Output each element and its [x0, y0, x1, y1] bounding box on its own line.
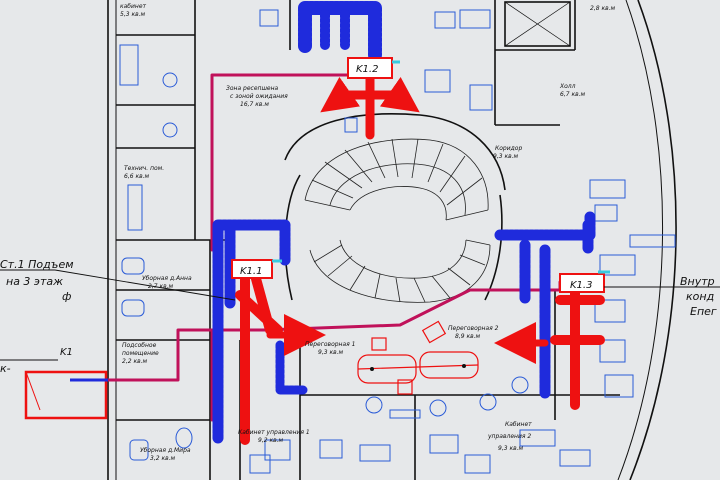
room-area: 6,6 кв.м [124, 173, 150, 180]
room-area: 9,3 кв.м [498, 445, 524, 452]
room-label: с зоной ожидания [230, 93, 288, 100]
unit-k12-label: K1.2 [356, 64, 378, 75]
duct-network [76, 1, 605, 446]
room-label: Переговорная 2 [448, 325, 499, 332]
riser-note-line2: на 3 этаж [6, 275, 63, 288]
room-label: Холл [559, 83, 576, 90]
room-label: Переговорная 1 [305, 341, 355, 348]
room-area: 9,2 кв.м [258, 437, 284, 444]
unit-k11-label: K1.1 [240, 266, 262, 277]
room-area: 16,7 кв.м [240, 101, 269, 108]
unit-k1-box[interactable] [24, 370, 108, 420]
room-label: Уборная д.Анна [142, 275, 192, 282]
room-area: 8,9 кв.м [455, 333, 481, 340]
left-cut-label: к- [0, 362, 11, 375]
room-area: 3,2 кв.м [150, 455, 176, 462]
room-area: 9,3 кв.м [318, 349, 344, 356]
riser-note-line3: ф [62, 290, 71, 303]
room-area: 5,3 кв.м [120, 11, 146, 18]
right-note-line1: Внутр [680, 275, 715, 288]
room-label: кабинет [120, 3, 147, 10]
room-area: 2,8 кв.м [590, 5, 616, 12]
room-area: 6,7 кв.м [560, 91, 586, 98]
leader-lines [0, 269, 720, 361]
unit-k13-box[interactable] [559, 273, 605, 293]
riser-line [210, 73, 357, 252]
right-note-line2: конд [686, 290, 714, 303]
room-label: Зона ресепшена [226, 85, 279, 92]
unit-k12-box[interactable] [347, 57, 393, 79]
room-area: 9,3 кв.м [493, 153, 519, 160]
unit-k11-box[interactable] [231, 259, 273, 279]
room-label: помещение [122, 350, 159, 357]
room-area: 2,7 кв.м [148, 283, 174, 290]
riser-note-line1: Ст.1 Подъем [0, 258, 74, 271]
room-labels: кабинет 5,3 кв.м 2,8 кв.м Зона ресепшена… [120, 3, 616, 462]
unit-k13-label: K1.3 [570, 280, 592, 291]
room-label: управления 2 [487, 433, 531, 440]
room-label: Технич. пом. [124, 165, 164, 172]
staircase [304, 138, 491, 303]
furniture [119, 9, 676, 474]
meeting-table [357, 320, 479, 395]
unit-k1-label: K1 [60, 347, 73, 358]
room-label: Подсобное [122, 342, 157, 349]
room-label: Коридор [495, 145, 522, 152]
room-area: 2,2 кв.м [122, 358, 148, 365]
room-label: Кабинет [505, 421, 532, 428]
room-label: Кабинет управления 1 [238, 429, 310, 436]
room-label: Уборная д.Мира [140, 447, 191, 454]
right-note-line3: Епег [690, 305, 717, 318]
